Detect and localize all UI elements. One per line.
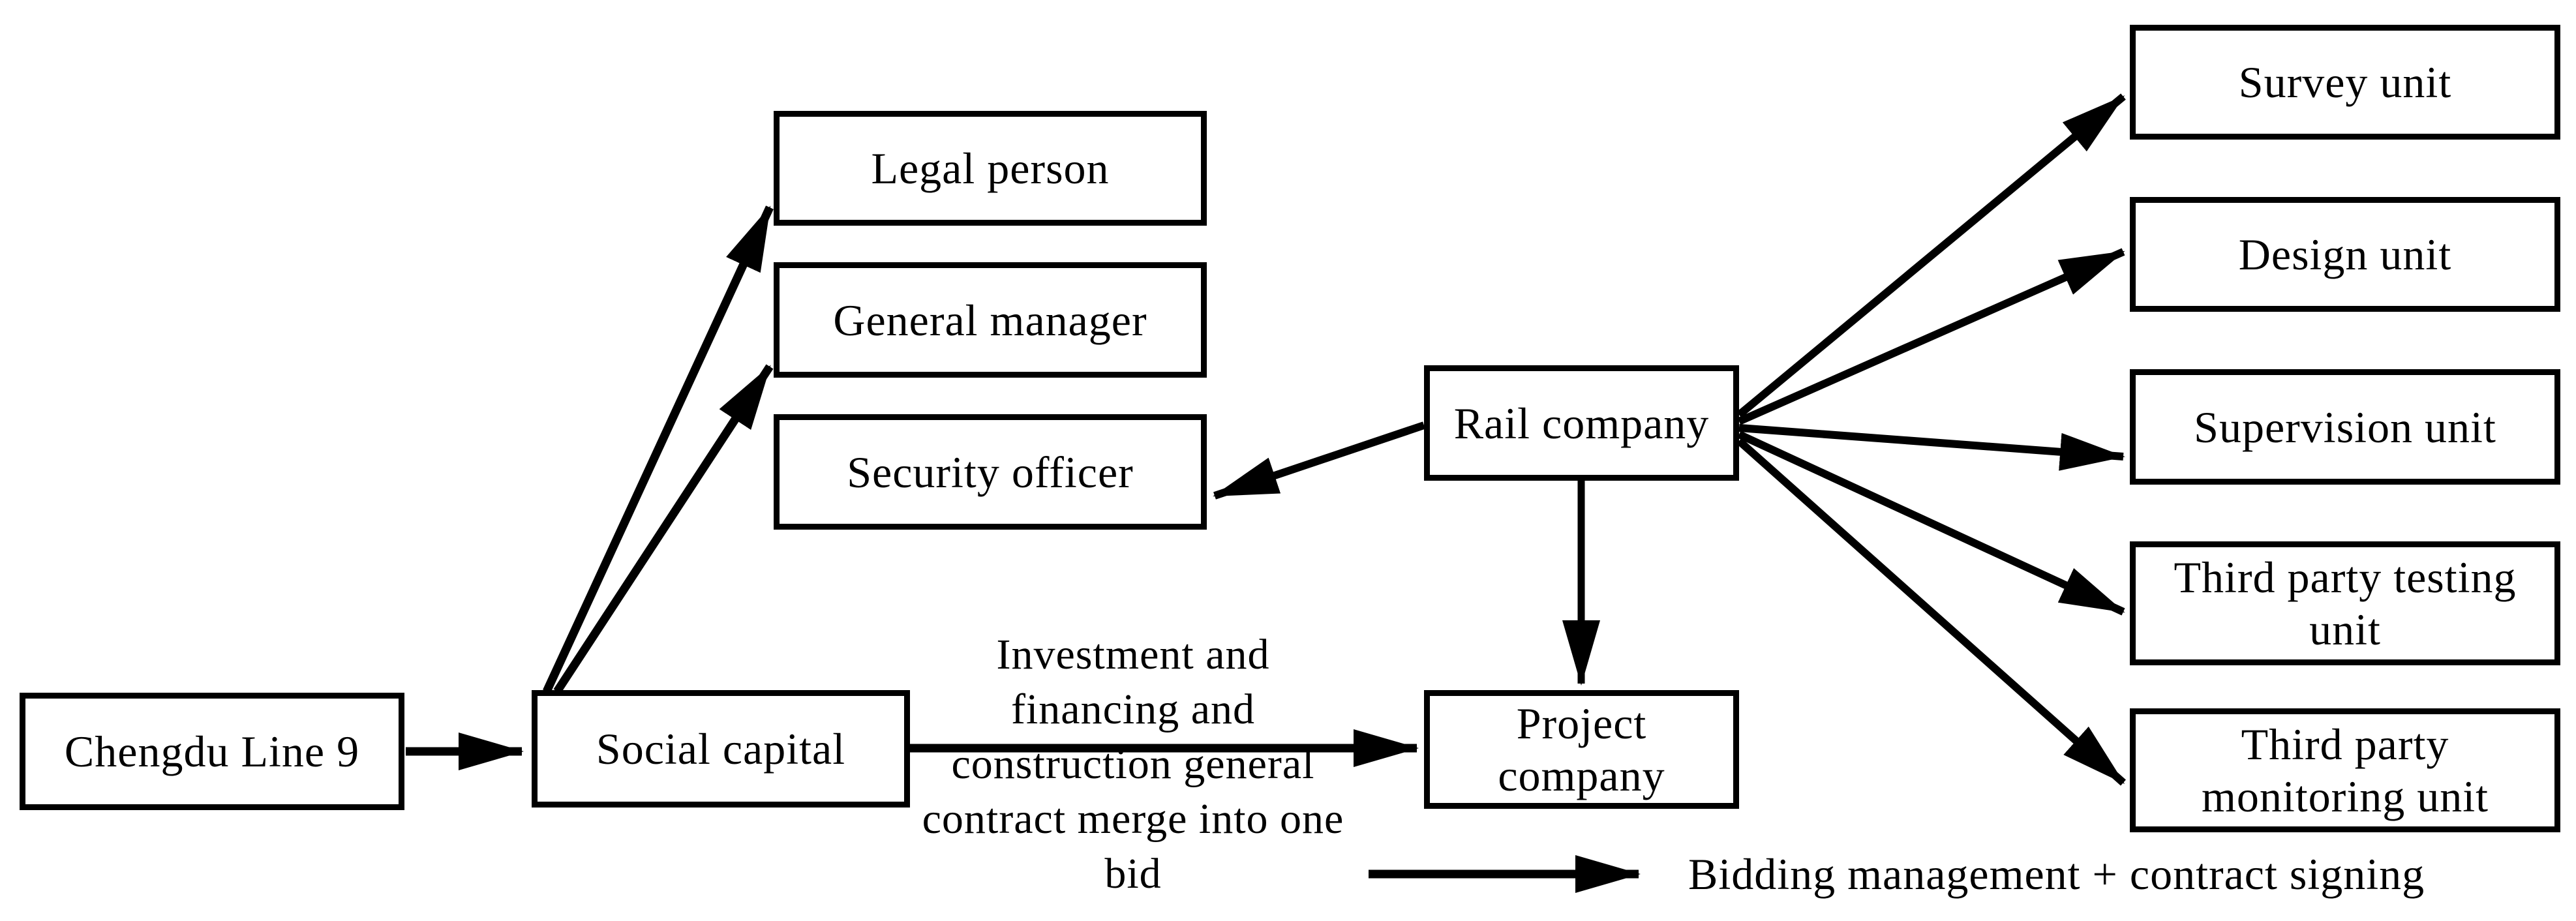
node-supervision-unit-label: Supervision unit (2194, 402, 2496, 452)
arrow-rail-to-design-unit (1737, 248, 2125, 425)
node-chengdu-line-9-label: Chengdu Line 9 (64, 727, 360, 776)
arrow-social-to-legal-person (543, 205, 774, 693)
node-legal-person-label: Legal person (871, 143, 1110, 193)
node-survey-unit-label: Survey unit (2238, 57, 2452, 107)
node-rail-company-label: Rail company (1453, 398, 1710, 448)
node-social-capital: Social capital (532, 690, 910, 808)
arrow-rail-to-monitoring-unit (1736, 438, 2126, 786)
edge-annotation-line5: bid (1104, 850, 1162, 898)
node-rail-company: Rail company (1424, 365, 1739, 481)
node-design-unit-label: Design unit (2238, 230, 2452, 279)
node-design-unit: Design unit (2130, 197, 2560, 312)
node-general-manager: General manager (774, 262, 1207, 378)
arrow-rail-to-survey-unit (1736, 93, 2126, 418)
node-third-party-monitoring-unit-label-line1: Third party (2241, 719, 2449, 769)
edge-annotation-line3: construction general (951, 740, 1315, 788)
edge-annotation-line2: financing and (1010, 686, 1256, 733)
node-survey-unit: Survey unit (2130, 25, 2560, 140)
node-security-officer-label: Security officer (847, 447, 1134, 497)
node-third-party-testing-unit-label-line1: Third party testing (2174, 552, 2517, 602)
legend-label: Bidding management + contract signing (1688, 845, 2425, 903)
node-project-company-label-line1: Project (1516, 699, 1647, 748)
node-security-officer: Security officer (774, 414, 1207, 530)
arrow-rail-to-supervision-unit (1738, 424, 2125, 471)
node-general-manager-label: General manager (833, 295, 1147, 345)
node-supervision-unit: Supervision unit (2130, 369, 2560, 485)
edge-annotation-investment-bid: Investment and financing and constructio… (885, 627, 1381, 901)
node-chengdu-line-9: Chengdu Line 9 (20, 693, 404, 810)
arrow-rail-to-testing-unit (1737, 430, 2125, 616)
node-project-company: Project company (1424, 690, 1739, 809)
legend-label-text: Bidding management + contract signing (1688, 849, 2425, 899)
node-legal-person: Legal person (774, 111, 1207, 226)
node-third-party-monitoring-unit-label-line2: monitoring unit (2202, 772, 2489, 821)
arrow-rail-to-security-officer (1213, 421, 1425, 500)
node-third-party-testing-unit-label-line2: unit (2309, 605, 2381, 654)
node-third-party-monitoring-unit: Third party monitoring unit (2130, 708, 2560, 832)
node-social-capital-label: Social capital (596, 724, 846, 774)
arrow-social-to-general-manager (553, 364, 774, 694)
node-project-company-label-line2: company (1498, 751, 1665, 800)
edge-annotation-line4: contract merge into one (922, 795, 1344, 843)
node-third-party-testing-unit: Third party testing unit (2130, 541, 2560, 665)
edge-annotation-line1: Investment and (996, 631, 1270, 678)
